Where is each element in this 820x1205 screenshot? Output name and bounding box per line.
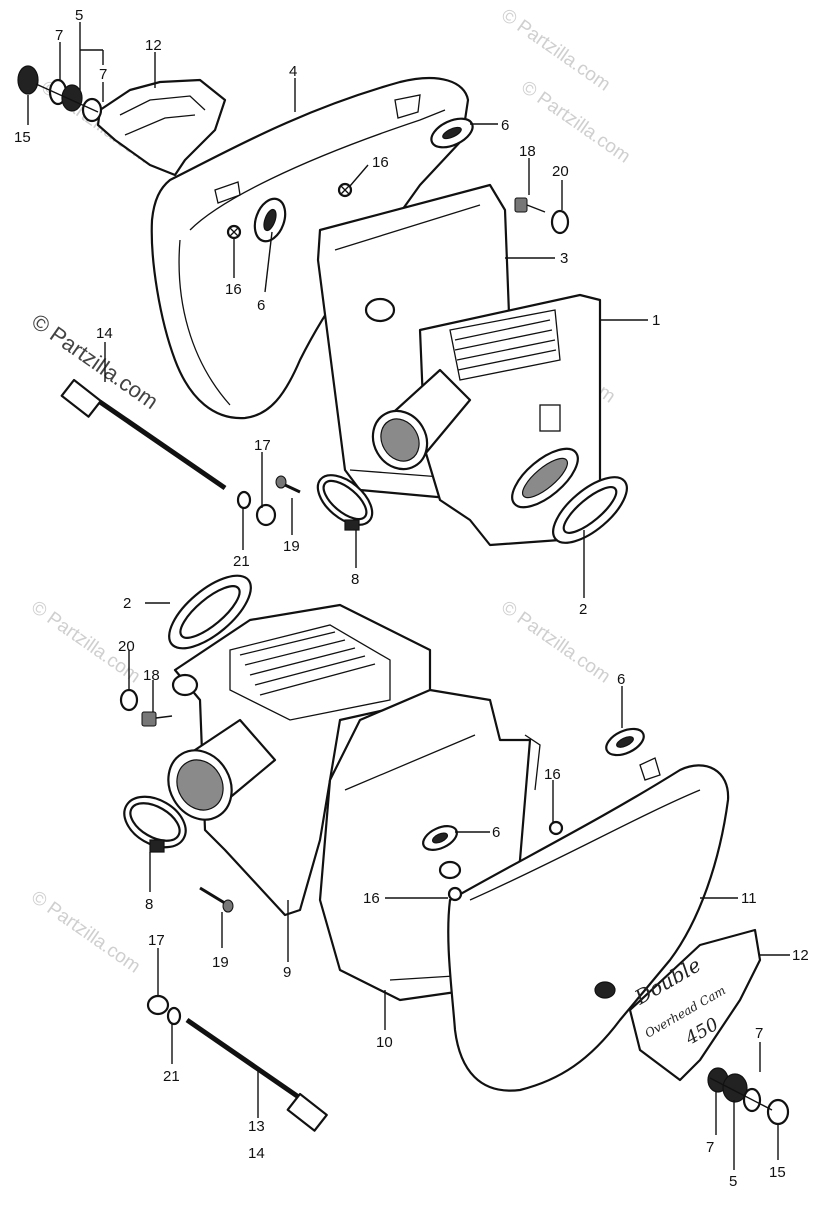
knob-stack-top — [17, 65, 103, 123]
callout-16: 16 — [363, 890, 380, 907]
side-cover-4 — [150, 76, 470, 420]
intake-tube-bottom — [167, 718, 277, 821]
callout-13: 13 — [248, 1118, 265, 1135]
grommet-6-lower — [253, 197, 287, 243]
screw-16 — [447, 886, 463, 902]
intake-tube-top — [371, 368, 472, 471]
callout-14: 14 — [248, 1145, 265, 1162]
callout-21: 21 — [163, 1068, 180, 1085]
callout-17: 17 — [254, 437, 271, 454]
grommet-6-cover — [605, 727, 645, 757]
callout-16: 16 — [225, 281, 242, 298]
washer-21-top — [236, 490, 252, 510]
washer-20-bottom — [119, 688, 139, 712]
callout-18: 18 — [143, 667, 160, 684]
cover-hole — [594, 981, 616, 999]
callout-7: 7 — [99, 66, 107, 83]
leader-lines-top — [27, 22, 648, 598]
washer-17-bottom — [146, 994, 170, 1016]
clamp-8-bottom — [123, 795, 187, 853]
callout-8: 8 — [351, 571, 359, 588]
callout-19: 19 — [283, 538, 300, 555]
callout-14: 14 — [96, 325, 113, 342]
gasket-2-bottom — [168, 574, 252, 650]
stud-13 — [185, 1017, 328, 1132]
callout-6: 6 — [617, 671, 625, 688]
case-hole — [438, 860, 462, 880]
watermark: © Partzilla.com — [497, 597, 614, 688]
callouts-bottom: 2 20 18 6 16 6 8 16 11 12 19 9 17 21 10 … — [118, 595, 809, 1190]
callout-20: 20 — [118, 638, 135, 655]
filter-element-9 — [173, 603, 432, 917]
watermark: © Partzilla.com — [27, 887, 144, 978]
cover-tab — [394, 94, 421, 119]
callout-17: 17 — [148, 932, 165, 949]
callout-19: 19 — [212, 954, 229, 971]
bottom-assembly: Double Overhead Cam 450 — [118, 574, 809, 1190]
callout-3: 3 — [560, 250, 568, 267]
callout-2: 2 — [123, 595, 131, 612]
callout-15: 15 — [14, 129, 31, 146]
callout-6: 6 — [492, 824, 500, 841]
callout-7: 7 — [755, 1025, 763, 1042]
mesh-oval-top — [511, 447, 579, 509]
leader-lines-bottom — [128, 602, 790, 1170]
bolt-18-bottom — [141, 711, 173, 727]
watermark: © Partzilla.com — [497, 5, 614, 96]
stud-14-top — [60, 378, 227, 491]
callout-16: 16 — [372, 154, 389, 171]
callout-7: 7 — [55, 27, 63, 44]
bolt-18-top — [514, 197, 546, 213]
grommet-6-case — [422, 825, 458, 851]
callout-6: 6 — [501, 117, 509, 134]
callout-16: 16 — [544, 766, 561, 783]
top-assembly: 5 7 7 12 4 15 6 16 16 6 18 20 3 1 14 17 … — [14, 7, 660, 618]
callout-5: 5 — [729, 1173, 737, 1190]
gasket-2-top — [552, 476, 628, 544]
cover-tab — [214, 181, 241, 204]
screw-19-bottom — [199, 886, 234, 913]
callout-7: 7 — [706, 1139, 714, 1156]
callout-18: 18 — [519, 143, 536, 160]
callout-2: 2 — [579, 601, 587, 618]
washer-20-top — [550, 209, 570, 235]
callout-5: 5 — [75, 7, 83, 24]
callout-12: 12 — [792, 947, 809, 964]
callout-15: 15 — [769, 1164, 786, 1181]
callout-4: 4 — [289, 63, 297, 80]
callout-1: 1 — [652, 312, 660, 329]
knob-stack-bottom — [707, 1067, 790, 1126]
emblem-12-bottom — [628, 928, 762, 1082]
callout-21: 21 — [233, 553, 250, 570]
callouts-top: 5 7 7 12 4 15 6 16 16 6 18 20 3 1 14 17 … — [14, 7, 660, 618]
cover-rib — [178, 239, 231, 406]
callout-20: 20 — [552, 163, 569, 180]
screw-19-top — [275, 475, 301, 494]
callout-8: 8 — [145, 896, 153, 913]
clamp-8-top — [316, 474, 374, 531]
element-boss — [171, 673, 199, 697]
screw-16 — [548, 820, 564, 836]
case-boss — [364, 297, 396, 323]
side-cover-11 — [447, 764, 730, 1092]
cover-rib — [189, 109, 446, 231]
washer-17-top — [255, 503, 277, 527]
callout-6: 6 — [257, 297, 265, 314]
callout-11: 11 — [741, 890, 757, 907]
callout-9: 9 — [283, 964, 291, 981]
callout-12: 12 — [145, 37, 162, 54]
callout-10: 10 — [376, 1034, 393, 1051]
grommet-6-upper — [430, 117, 474, 149]
washer-21-bottom — [166, 1006, 182, 1026]
